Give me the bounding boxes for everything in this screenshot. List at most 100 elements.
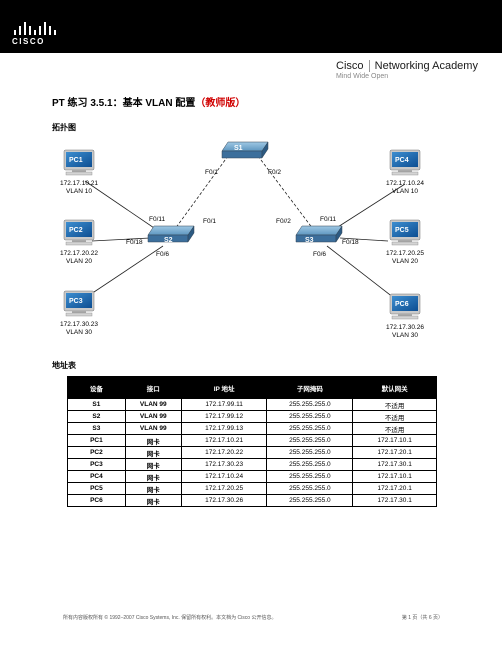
cell-device: S2 — [67, 410, 126, 423]
pc6: PC6 — [389, 293, 421, 320]
cell-interface: VLAN 99 — [124, 422, 182, 435]
trunk-s1-s3 — [257, 155, 314, 230]
cell-gateway: 172.17.30.1 — [352, 458, 437, 471]
link-pc4-s3 — [329, 183, 406, 233]
cell-ip: 172.17.99.12 — [180, 410, 268, 423]
port-s3-f011: F0/11 — [320, 216, 337, 223]
pc1-label: PC1 — [69, 157, 83, 164]
cell-gateway: 不适用 — [352, 422, 437, 435]
pc4-label: PC4 — [395, 157, 409, 164]
link-pc6-s3 — [326, 245, 399, 302]
pc5-vlan: VLAN 20 — [392, 258, 418, 265]
page-footer: 所有内容版权所有 © 1992–2007 Cisco Systems, Inc.… — [63, 614, 443, 621]
cell-mask: 255.255.255.0 — [266, 446, 354, 459]
cell-mask: 255.255.255.0 — [266, 458, 354, 471]
cell-gateway: 172.17.20.1 — [352, 482, 437, 495]
cell-gateway: 172.17.20.1 — [352, 446, 437, 459]
cell-device: S3 — [67, 422, 126, 435]
cell-mask: 255.255.255.0 — [266, 398, 354, 411]
port-s2-f06: F0/6 — [156, 251, 169, 258]
pc3-ip: 172.17.30.23 — [60, 321, 98, 328]
academy-name-program: Networking Academy — [374, 60, 478, 72]
link-pc5-s3 — [339, 237, 389, 242]
col-interface: 接口 — [124, 376, 182, 399]
pc1-ip: 172.17.10.21 — [60, 180, 98, 187]
pc4-vlan: VLAN 10 — [392, 188, 418, 195]
port-s2-f018: F0/18 — [126, 239, 143, 246]
cell-interface: 网卡 — [124, 434, 182, 447]
switch-s2: S2 — [147, 225, 195, 244]
pc6-label: PC6 — [395, 301, 409, 308]
pc3-label: PC3 — [69, 298, 83, 305]
cell-ip: 172.17.10.21 — [180, 434, 268, 447]
trunk-s1-s2 — [174, 155, 229, 230]
cell-device: PC6 — [67, 494, 126, 507]
pc2-vlan: VLAN 20 — [66, 258, 92, 265]
switch-s3: S3 — [295, 225, 343, 244]
col-gateway: 默认网关 — [352, 376, 437, 399]
pc3: PC3 — [63, 290, 95, 317]
cell-gateway: 不适用 — [352, 398, 437, 411]
cell-device: PC5 — [67, 482, 126, 495]
pc6-vlan: VLAN 30 — [392, 332, 418, 339]
pc4: PC4 — [389, 149, 421, 176]
cell-mask: 255.255.255.0 — [266, 470, 354, 483]
topology-diagram: S1 S2 S3 PC1 PC2 PC3 PC4 — [60, 141, 424, 339]
pc1: PC1 — [63, 149, 95, 176]
cell-interface: VLAN 99 — [124, 410, 182, 423]
cisco-logo-icon — [14, 22, 56, 35]
document-title-suffix: （教师版） — [195, 98, 246, 109]
document-title-main: PT 练习 3.5.1：基本 VLAN 配置 — [52, 98, 196, 109]
cell-mask: 255.255.255.0 — [266, 494, 354, 507]
col-ip: IP 地址 — [180, 376, 268, 399]
cell-ip: 172.17.30.23 — [180, 458, 268, 471]
cell-gateway: 172.17.10.1 — [352, 434, 437, 447]
port-s3-f06: F0/6 — [313, 251, 326, 258]
cell-device: PC3 — [67, 458, 126, 471]
cell-mask: 255.255.255.0 — [266, 482, 354, 495]
port-s3-f02: F0//2 — [276, 218, 291, 225]
port-s3-f018: F0/18 — [342, 239, 359, 246]
pc5: PC5 — [389, 219, 421, 246]
port-s1-f02: F0/2 — [268, 169, 281, 176]
cell-ip: 172.17.99.11 — [180, 398, 268, 411]
cell-mask: 255.255.255.0 — [266, 410, 354, 423]
footer-copyright: 所有内容版权所有 © 1992–2007 Cisco Systems, Inc.… — [63, 615, 277, 621]
academy-tagline: Mind Wide Open — [336, 73, 389, 81]
pc5-ip: 172.17.20.25 — [386, 250, 424, 257]
link-pc1-s2 — [84, 180, 161, 233]
cell-gateway: 172.17.30.1 — [352, 494, 437, 507]
topology-heading: 拓扑图 — [52, 123, 76, 132]
cell-ip: 172.17.30.26 — [180, 494, 268, 507]
academy-name-cisco: Cisco — [336, 60, 364, 72]
pc5-label: PC5 — [395, 227, 409, 234]
cell-gateway: 172.17.10.1 — [352, 470, 437, 483]
link-pc3-s2 — [87, 245, 164, 297]
academy-logo: Cisco Networking Academy Mind Wide Open — [336, 60, 486, 80]
pc1-vlan: VLAN 10 — [66, 188, 92, 195]
port-s2-f01: F0/1 — [203, 218, 216, 225]
cell-interface: 网卡 — [124, 482, 182, 495]
addressing-heading: 地址表 — [52, 361, 76, 370]
cell-mask: 255.255.255.0 — [266, 422, 354, 435]
cell-device: PC1 — [67, 434, 126, 447]
pc6-ip: 172.17.30.26 — [386, 324, 424, 331]
switch-s3-label: S3 — [305, 237, 314, 244]
pc2-label: PC2 — [69, 227, 83, 234]
col-device: 设备 — [67, 376, 126, 399]
document-title: PT 练习 3.5.1：基本 VLAN 配置（教师版） — [52, 94, 245, 109]
cell-interface: 网卡 — [124, 446, 182, 459]
cell-ip: 172.17.10.24 — [180, 470, 268, 483]
table-header-row: 设备 接口 IP 地址 子网掩码 默认网关 — [67, 376, 437, 399]
switch-s1-label: S1 — [234, 145, 243, 152]
pc3-vlan: VLAN 30 — [66, 329, 92, 336]
cell-device: PC2 — [67, 446, 126, 459]
